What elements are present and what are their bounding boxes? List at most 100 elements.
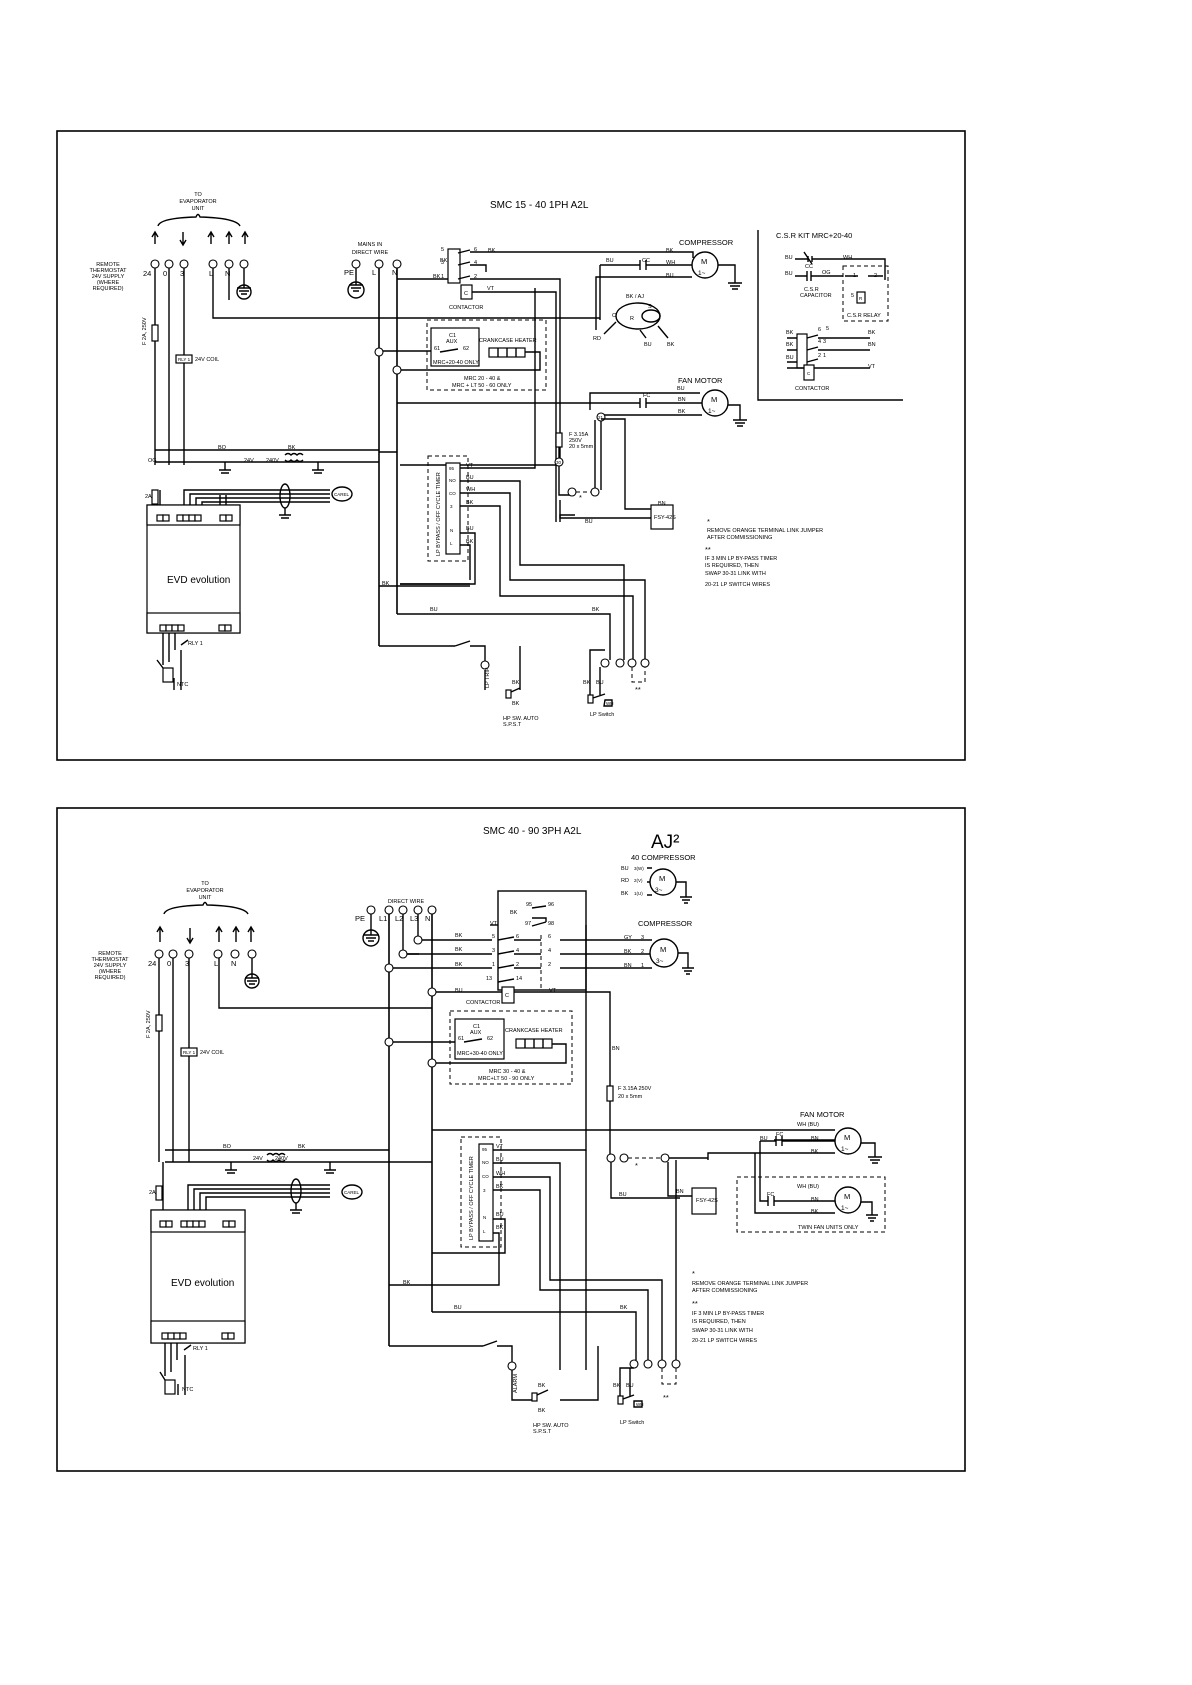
svg-text:L: L (450, 541, 453, 546)
svg-text:WH: WH (496, 1171, 505, 1177)
svg-text:ALARM: ALARM (513, 1374, 519, 1393)
svg-text:3: 3 (450, 504, 453, 509)
remote-thermostat-label-2: REMOTE THERMOSTAT 24V SUPPLY (WHERE REQU… (91, 951, 129, 981)
svg-text:BK: BK (455, 947, 463, 953)
svg-text:REMOVE ORANGE TERMINAL LINK JU: REMOVE ORANGE TERMINAL LINK JUMPER (692, 1281, 808, 1287)
svg-text:*: * (692, 1269, 695, 1278)
svg-text:BK: BK (288, 445, 296, 451)
svg-text:3: 3 (492, 948, 495, 954)
svg-text:BK: BK (667, 342, 675, 348)
svg-text:IF 3 MIN LP BY-PASS TIMER: IF 3 MIN LP BY-PASS TIMER (705, 556, 777, 562)
svg-text:BO: BO (223, 1144, 232, 1150)
svg-text:FC: FC (776, 1132, 783, 1138)
svg-text:BK: BK (496, 1225, 504, 1231)
svg-text:BK: BK (786, 342, 794, 348)
svg-text:BK: BK (868, 330, 876, 336)
svg-text:IS REQUIRED, THEN: IS REQUIRED, THEN (692, 1319, 746, 1325)
svg-text:C: C (505, 993, 509, 999)
svg-text:FAN MOTOR: FAN MOTOR (800, 1110, 845, 1119)
svg-text:VT: VT (487, 286, 495, 292)
evd-controller-1: EVD evolution (146, 504, 241, 634)
svg-text:C.S.R KIT MRC+20-40: C.S.R KIT MRC+20-40 (776, 231, 852, 240)
svg-text:BK: BK (510, 910, 518, 916)
svg-text:BK: BK (455, 933, 463, 939)
svg-text:61: 61 (434, 346, 440, 352)
svg-text:F 3.15A 250V: F 3.15A 250V (618, 1086, 652, 1092)
svg-text:BK: BK (298, 1144, 306, 1150)
svg-text:N: N (425, 914, 430, 923)
svg-text:CONTACTOR: CONTACTOR (795, 386, 829, 392)
svg-text:30: 30 (556, 460, 562, 465)
svg-text:WH (BU): WH (BU) (797, 1184, 819, 1190)
svg-text:C.S.R RELAY: C.S.R RELAY (847, 313, 881, 319)
svg-text:WH: WH (843, 255, 852, 261)
svg-text:1~: 1~ (708, 408, 716, 415)
svg-text:N: N (450, 528, 453, 533)
svg-text:RLY 1: RLY 1 (183, 1050, 196, 1055)
svg-text:BU: BU (786, 355, 794, 361)
svg-text:LP Switch: LP Switch (620, 1420, 644, 1426)
svg-text:BU: BU (666, 273, 674, 279)
svg-text:98: 98 (548, 921, 554, 927)
svg-text:1(U): 1(U) (634, 891, 643, 896)
mains-in-1: MAINS IN DIRECT WIRE PE L N (344, 242, 402, 299)
svg-text:BK: BK (786, 330, 794, 336)
svg-text:6: 6 (474, 247, 477, 253)
svg-text:*: * (707, 517, 710, 526)
svg-text:BU: BU (619, 1192, 627, 1198)
svg-text:95: 95 (526, 902, 532, 908)
svg-text:24: 24 (143, 269, 151, 278)
svg-text:BN: BN (676, 1189, 684, 1195)
svg-text:40 COMPRESSOR: 40 COMPRESSOR (631, 853, 696, 862)
svg-text:IS REQUIRED, THEN: IS REQUIRED, THEN (705, 563, 759, 569)
svg-text:MAINS IN: MAINS IN (358, 242, 382, 248)
svg-text:BU: BU (644, 342, 652, 348)
svg-text:BN: BN (678, 397, 686, 403)
svg-text:BK: BK (512, 701, 520, 707)
svg-text:BK: BK (583, 680, 591, 686)
fan-motor-2: FAN MOTOR WH (BU) M 1~ BU FC BN BK WH (B… (432, 1110, 886, 1233)
svg-text:RLY 1: RLY 1 (188, 641, 203, 647)
fuse-2a-2: F 2A, 250V 2A (146, 1010, 163, 1201)
svg-text:BK: BK (811, 1209, 819, 1215)
svg-text:CAPACITOR: CAPACITOR (800, 293, 832, 299)
svg-text:COMPRESSOR: COMPRESSOR (638, 919, 693, 928)
svg-text:R: R (859, 296, 863, 301)
svg-text:FSY-42S: FSY-42S (654, 515, 676, 521)
diagram-1-frame (56, 130, 966, 761)
svg-text:2: 2 (516, 962, 519, 968)
protector-1: BK / AJ C R S RD BU BK (593, 294, 675, 348)
svg-text:6: 6 (516, 934, 519, 940)
svg-text:BN: BN (658, 501, 666, 507)
svg-text:BN: BN (624, 963, 632, 969)
svg-text:BK: BK (592, 607, 600, 613)
svg-text:UNIT: UNIT (199, 895, 212, 901)
svg-text:BU: BU (760, 1136, 768, 1142)
svg-text:96: 96 (548, 902, 554, 908)
ntc-sensor-1: RLY 1 NTC (156, 633, 203, 690)
svg-text:M: M (844, 1133, 850, 1142)
svg-text:OG: OG (822, 270, 831, 276)
svg-text:WH: WH (466, 487, 475, 493)
diagram-1-title: SMC 15 - 40 1PH A2L (490, 200, 589, 211)
svg-text:M: M (701, 257, 707, 266)
svg-text:L: L (209, 269, 213, 278)
svg-text:20-21 LP SWITCH WIRES: 20-21 LP SWITCH WIRES (705, 582, 770, 588)
svg-text:3~: 3~ (656, 958, 664, 965)
svg-text:BU: BU (606, 258, 614, 264)
svg-text:250V: 250V (569, 438, 582, 444)
svg-text:REMOTE: REMOTE (96, 262, 120, 268)
svg-text:CC: CC (805, 264, 813, 270)
svg-text:BK: BK (538, 1408, 546, 1414)
svg-text:AFTER COMMISSIONING: AFTER COMMISSIONING (692, 1288, 757, 1294)
svg-text:S: S (648, 304, 652, 310)
svg-text:BN: BN (612, 1046, 620, 1052)
svg-text:R: R (630, 316, 634, 322)
fan-motor-1: FAN MOTOR M 1~ BU FC BN BK (643, 376, 747, 427)
svg-text:L: L (372, 268, 376, 277)
svg-text:OG: OG (148, 458, 157, 464)
svg-text:3: 3 (641, 935, 644, 941)
svg-text:M: M (844, 1192, 850, 1201)
